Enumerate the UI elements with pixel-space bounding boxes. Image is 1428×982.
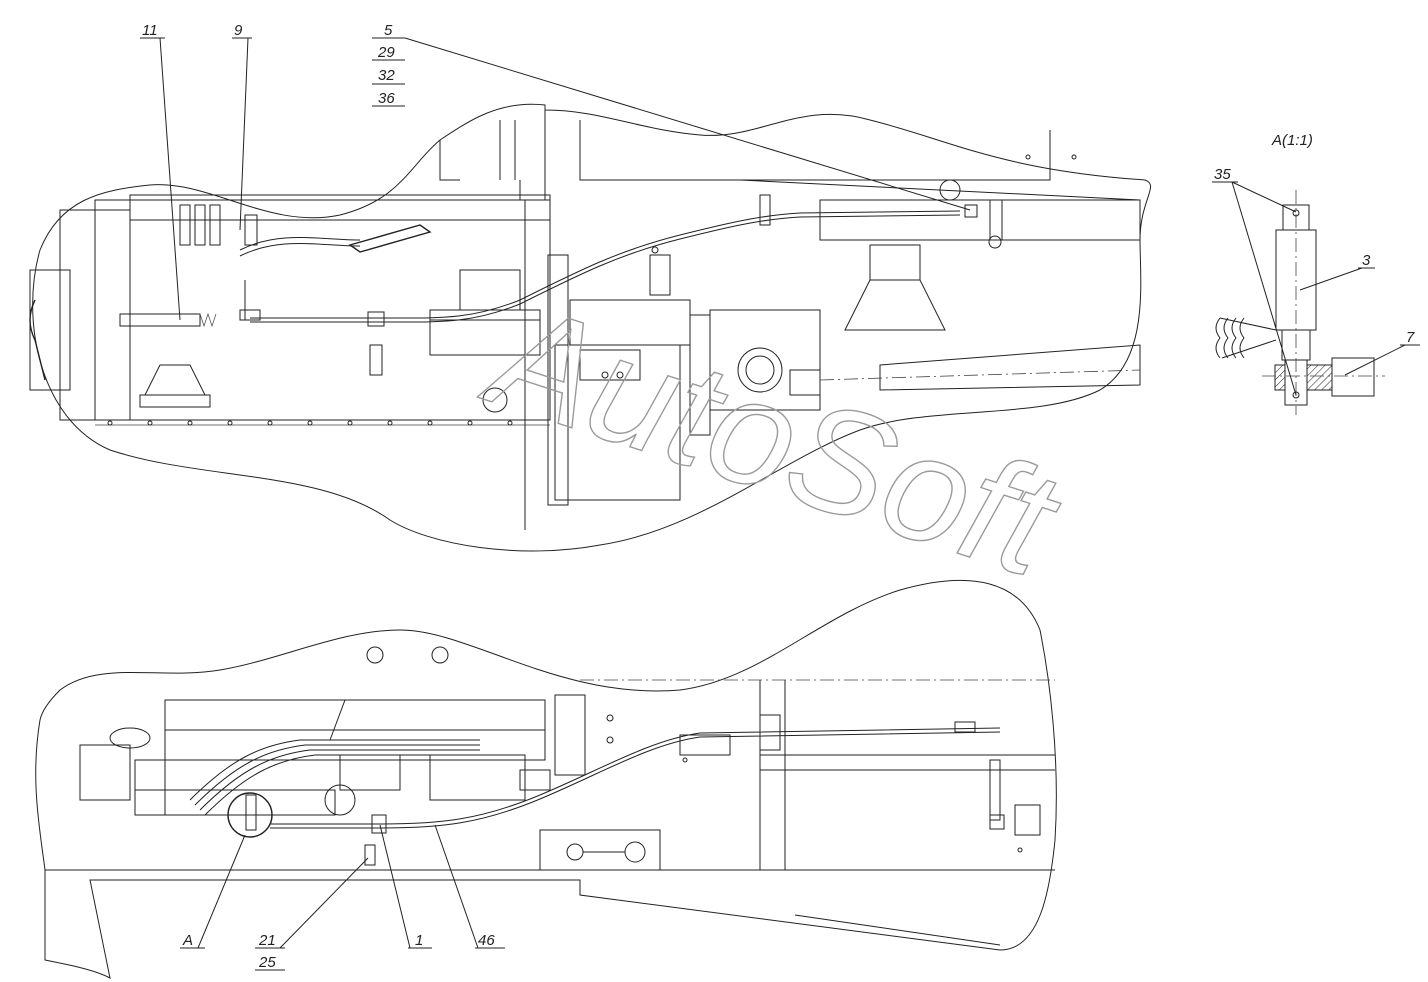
upper-view — [29, 103, 1151, 552]
callout-29: 29 — [377, 44, 395, 61]
callout-1: 1 — [415, 932, 423, 949]
engine-lower — [79, 646, 614, 816]
lower-bracket — [539, 829, 661, 871]
callout-35: 35 — [1214, 166, 1231, 183]
callout-21: 21 — [258, 932, 276, 949]
leaders — [140, 37, 1420, 971]
detail-a-marker — [227, 792, 273, 838]
callout-labels: 11 9 5 29 32 36 35 3 7 A 21 25 1 46 — [142, 22, 1415, 971]
callout-a: A — [182, 932, 193, 949]
upper-linkage — [759, 194, 1003, 249]
callout-32: 32 — [378, 67, 395, 84]
clutch-unit — [709, 309, 821, 411]
upper-cable — [250, 210, 961, 319]
frame-lower — [580, 679, 1055, 946]
watermark: AutoSoft — [467, 268, 1079, 610]
detail-a-title: A(1:1) — [1271, 132, 1313, 149]
detail-a: A(1:1) — [1215, 132, 1385, 415]
frame — [579, 120, 1141, 391]
callout-36: 36 — [378, 90, 395, 107]
lower-view — [35, 579, 1057, 979]
callout-5: 5 — [384, 22, 393, 39]
lower-cable — [270, 727, 1001, 825]
starter-motor — [429, 269, 541, 356]
upper-view-outline — [32, 103, 1151, 552]
callout-46: 46 — [478, 932, 495, 949]
callout-25: 25 — [258, 954, 276, 971]
top-pipes — [439, 105, 546, 200]
pipe-bundle — [189, 699, 480, 816]
callout-11: 11 — [142, 22, 158, 39]
link-9 — [239, 214, 261, 321]
callout-7: 7 — [1406, 329, 1415, 346]
lower-view-outline — [35, 579, 1057, 979]
callout-3: 3 — [1362, 252, 1371, 269]
callout-9: 9 — [234, 22, 243, 39]
